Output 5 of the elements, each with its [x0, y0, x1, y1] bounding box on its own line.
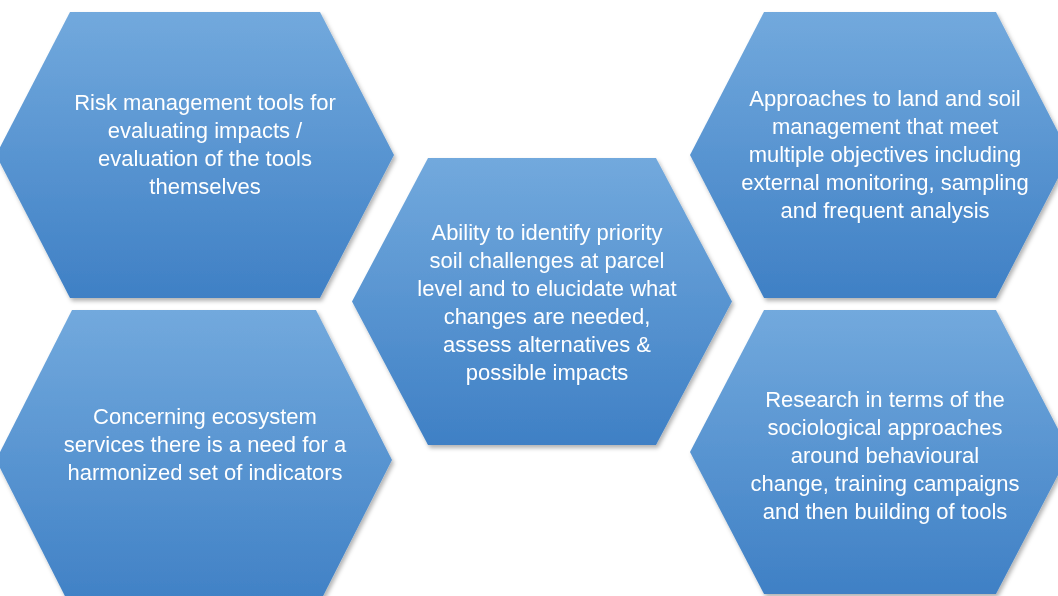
hexagon-text: Concerning ecosystem services there is a need for a harmonized set of indicators: [62, 403, 348, 487]
hexagon-text: Approaches to land and soil management that meet multiple objectives including external monitoring, sampling and frequent analysis: [740, 85, 1030, 225]
hexagon-text: Risk management tools for evaluating impacts / evaluation of the tools themselves: [73, 89, 337, 201]
hexagon-text: Ability to identify priority soil challenges at parcel level and to elucidate what changes are needed, assess alternatives & possible impacts: [416, 218, 678, 387]
hexagon-text: Research in terms of the sociological approaches around behavioural change, training campaigns and then building of tools: [750, 385, 1020, 526]
